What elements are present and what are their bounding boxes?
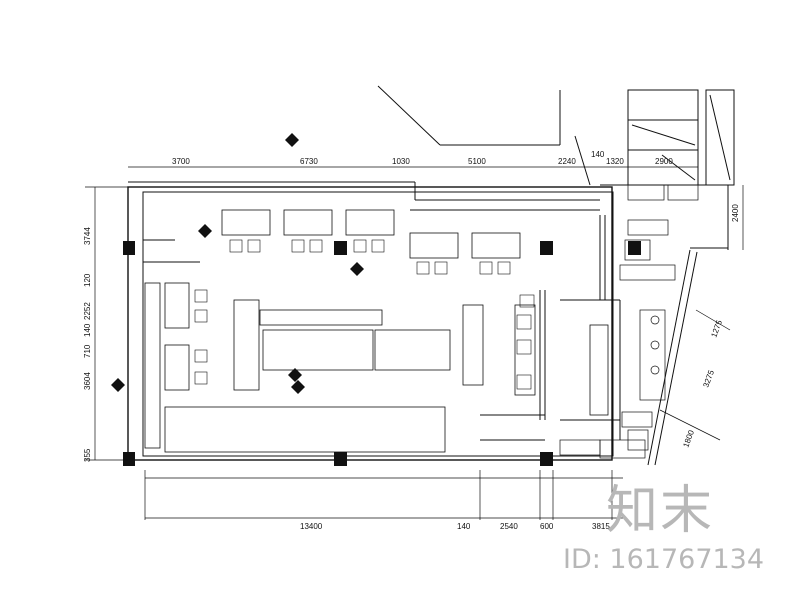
dim-bottom-1: 140 (457, 522, 471, 531)
dim-left-2: 2252 (83, 302, 92, 320)
structural-columns (123, 241, 641, 466)
dining-tables (144, 209, 609, 453)
dim-right-1: 1275 (709, 318, 724, 338)
left-dimension-labels: 3744 120 2252 140 710 3604 355 (83, 227, 92, 462)
top-dimension-labels: 3700 6730 1030 5100 2240 140 1320 2900 (172, 150, 673, 166)
dim-right-3: 1800 (681, 428, 696, 448)
dim-left-4: 710 (83, 344, 92, 358)
dim-top-4: 2240 (558, 157, 576, 166)
dim-left-5: 3604 (83, 372, 92, 390)
dim-right-0: 2400 (731, 204, 740, 222)
right-dimension-labels: 2400 1275 3275 1800 (681, 204, 740, 449)
dim-top-0: 3700 (172, 157, 190, 166)
dim-left-0: 3744 (83, 227, 92, 245)
bottom-dimension-labels: 13400 140 2540 600 3815 (300, 522, 610, 531)
dim-bottom-4: 3815 (592, 522, 610, 531)
dim-top-5: 140 (591, 150, 605, 159)
dim-top-6: 1320 (606, 157, 624, 166)
watermark-id: ID: 161767134 (563, 544, 765, 575)
dim-top-2: 1030 (392, 157, 410, 166)
dim-top-3: 5100 (468, 157, 486, 166)
dim-left-3: 140 (83, 323, 92, 337)
dim-bottom-2: 2540 (500, 522, 518, 531)
elevation-markers (111, 133, 364, 394)
kitchen-equipment (559, 184, 699, 459)
dimension-lines (85, 166, 744, 520)
dim-left-6: 355 (83, 448, 92, 462)
watermark-logo: 知末 (606, 481, 715, 541)
dim-bottom-3: 600 (540, 522, 554, 531)
dim-top-7: 2900 (655, 157, 673, 166)
dim-bottom-0: 13400 (300, 522, 323, 531)
dim-right-2: 3275 (701, 368, 716, 388)
dim-top-1: 6730 (300, 157, 318, 166)
chairs (194, 239, 535, 390)
walls (127, 85, 735, 466)
dim-left-1: 120 (83, 273, 92, 287)
